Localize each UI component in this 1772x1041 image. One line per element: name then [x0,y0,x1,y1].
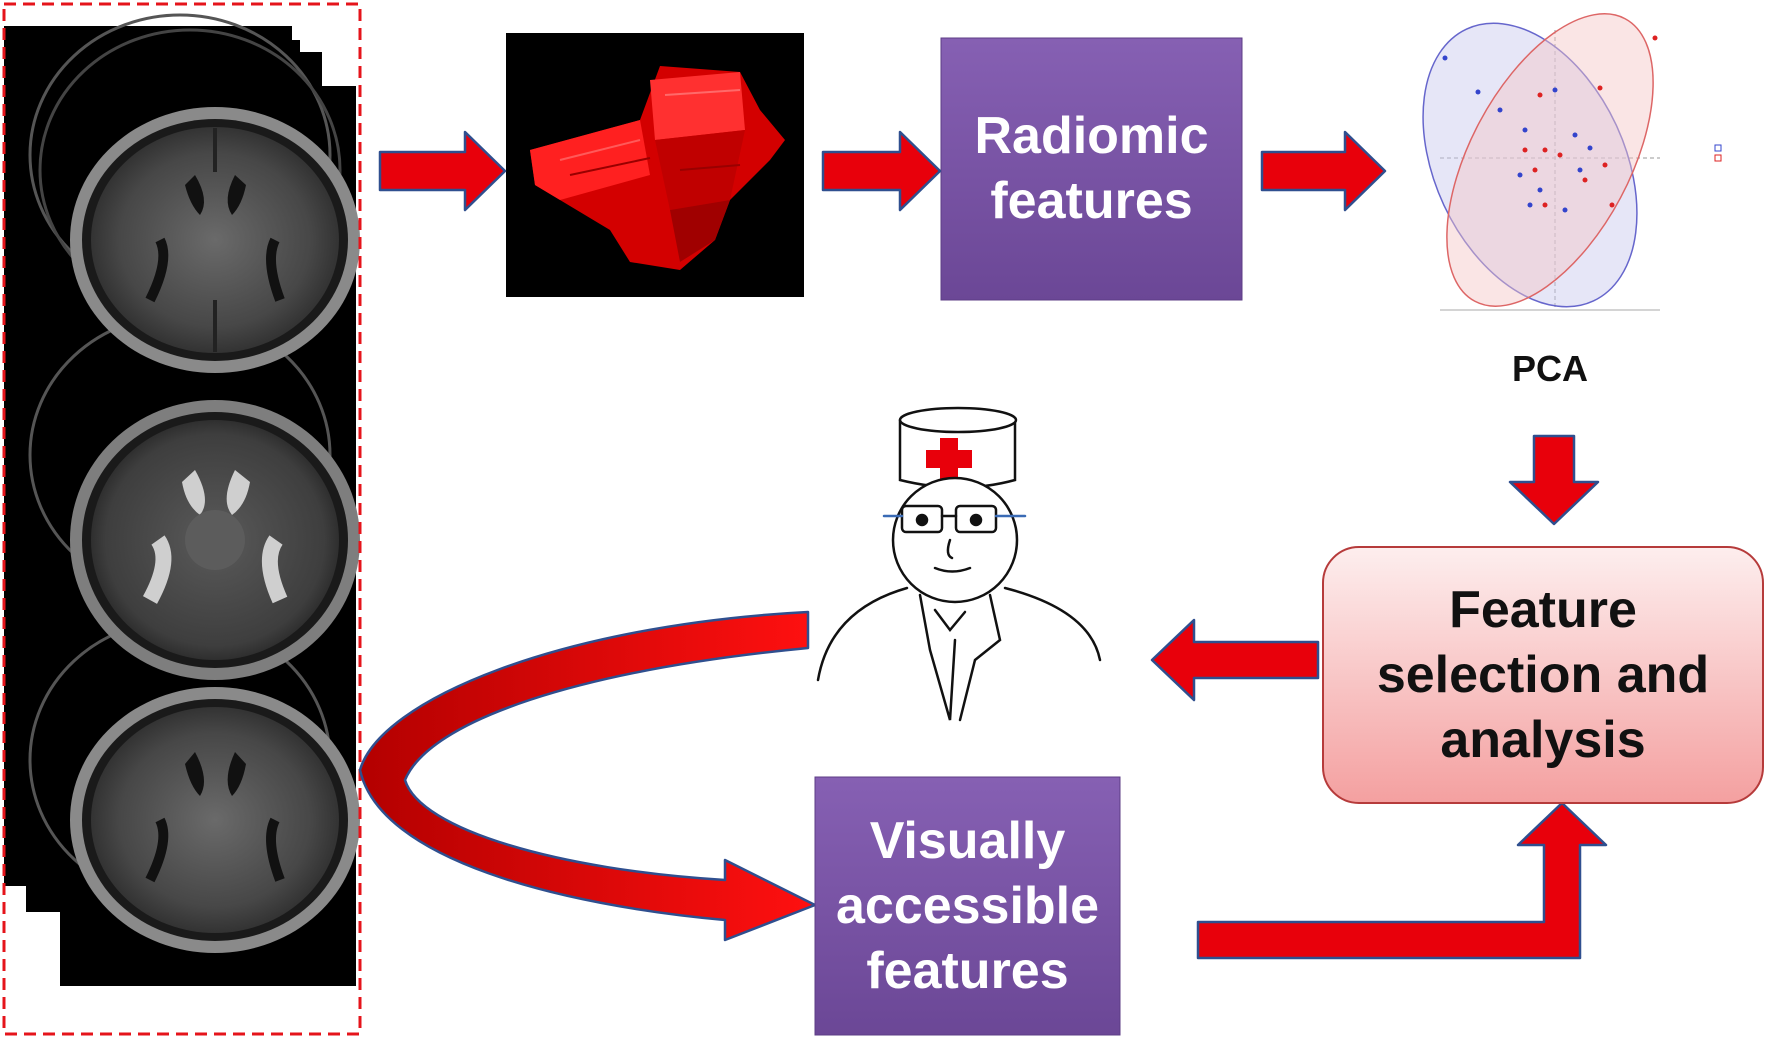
visual-features-box [814,776,1121,1036]
arrow-render-to-radiomic [821,130,942,212]
arrow-mri-to-render [378,130,507,212]
mri-slice-stack [2,2,362,1036]
doctor-icon [816,406,1102,722]
arrow-selection-to-doctor [1150,618,1320,702]
selection-border [2,2,362,1036]
feature-selection-label: Feature selection and analysis [1376,580,1710,769]
pca-scatter-plot [1385,13,1722,320]
pca-label: PCA [1511,348,1588,389]
radiomic-features-label: Radiomic features [974,107,1209,230]
arrow-pca-to-selection [1508,434,1600,526]
curved-arrow-doctor-to-visual [358,610,817,942]
radiomic-features-box [940,37,1243,301]
feature-selection-box [1322,546,1764,804]
mri-slice-t2 [70,400,360,680]
visual-features-label: Visually accessible features [835,811,1100,1000]
arrow-radiomic-to-pca [1260,130,1387,212]
mri-slice-t1 [70,107,360,373]
arrow-visual-to-selection [1196,801,1608,960]
tumor-3d-render [506,33,804,297]
mri-slice-t1-post [70,687,360,953]
